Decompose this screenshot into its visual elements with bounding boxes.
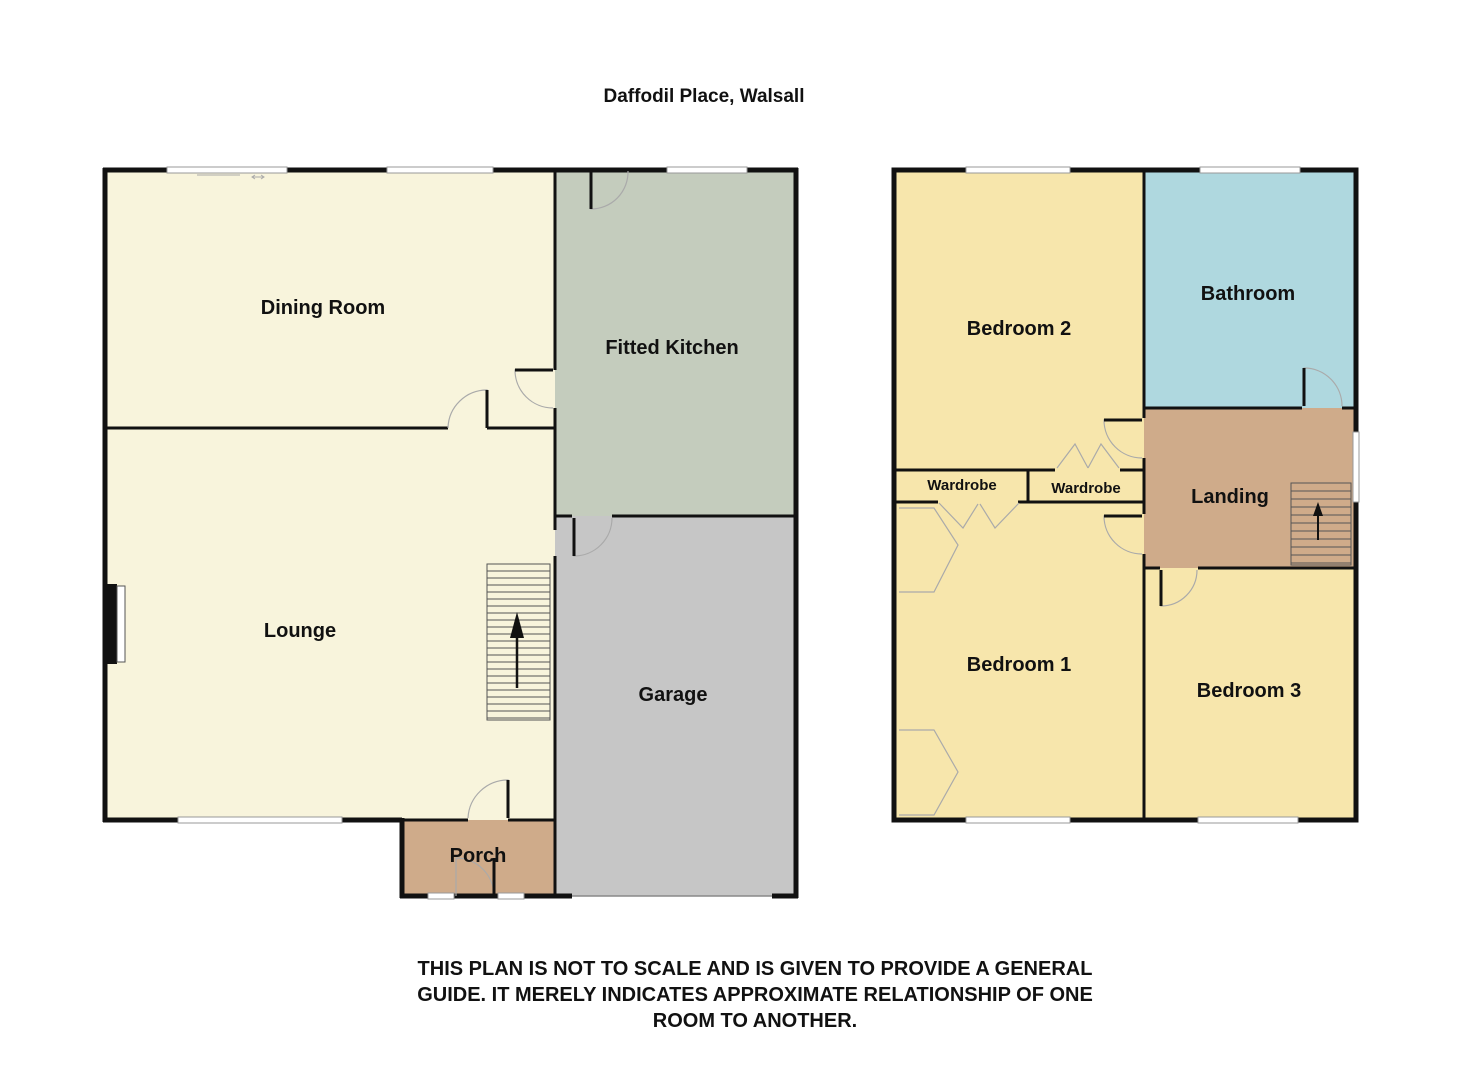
porch-room xyxy=(402,820,555,896)
wardrobe-left-door-icon xyxy=(938,502,1020,529)
disclaimer-line-1: THIS PLAN IS NOT TO SCALE AND IS GIVEN T… xyxy=(417,958,1093,980)
lounge-room xyxy=(105,428,555,820)
wardrobe-right-door-icon xyxy=(1056,442,1120,469)
disclaimer-text: THIS PLAN IS NOT TO SCALE AND IS GIVEN T… xyxy=(330,956,1180,1034)
first-floor-windows xyxy=(965,166,1360,824)
first-floor: Bedroom 2 Bathroom Landing Wardrobe Ward… xyxy=(891,166,1360,824)
garage-label: Garage xyxy=(639,684,708,706)
wardrobe-right-label: Wardrobe xyxy=(1051,480,1120,497)
bedroom-1-cupboard-upper-icon xyxy=(899,507,959,593)
disclaimer-line-3: ROOM TO ANOTHER. xyxy=(652,1010,858,1032)
porch-label: Porch xyxy=(450,845,507,867)
bathroom-room xyxy=(1144,170,1355,408)
landing-stairs-icon xyxy=(1290,482,1352,566)
wardrobe-left-room xyxy=(896,470,1028,502)
ground-floor-inner-walls xyxy=(105,170,796,896)
landing-room xyxy=(1144,408,1355,568)
bedroom-3-label: Bedroom 3 xyxy=(1197,680,1301,702)
bedroom-1-cupboard-lower-icon xyxy=(899,729,959,816)
wardrobe-left-label: Wardrobe xyxy=(927,477,996,494)
landing-label: Landing xyxy=(1191,486,1269,508)
bathroom-door-icon xyxy=(1303,367,1343,407)
fitted-kitchen-room xyxy=(555,170,796,516)
ground-floor: Dining Room Fitted Kitchen Lounge Garage… xyxy=(102,166,799,900)
patio-door-icon xyxy=(197,174,265,180)
bedroom-1-label: Bedroom 1 xyxy=(967,654,1071,676)
porch-lounge-door-icon xyxy=(467,779,509,819)
bedroom-2-label: Bedroom 2 xyxy=(967,318,1071,340)
kitchen-dining-door-icon xyxy=(514,369,554,409)
page-title: Daffodil Place, Walsall xyxy=(603,86,805,107)
bedroom-1-room xyxy=(896,502,1144,820)
ground-floor-stairs-icon xyxy=(486,563,551,721)
bedroom-3-room xyxy=(1144,568,1355,820)
fitted-kitchen-label: Fitted Kitchen xyxy=(605,337,738,359)
bedroom-1-door-icon xyxy=(1103,515,1143,555)
dining-room-label: Dining Room xyxy=(261,297,385,319)
first-floor-inner-walls xyxy=(896,170,1355,820)
garage-door-icon xyxy=(573,517,613,557)
first-floor-doors xyxy=(899,367,1343,816)
bedroom-2-room xyxy=(896,170,1144,470)
bedroom-2-door-icon xyxy=(1103,419,1143,459)
wardrobe-right-room xyxy=(1028,470,1144,502)
dining-lounge-door-icon xyxy=(447,389,488,429)
disclaimer-line-2: GUIDE. IT MERELY INDICATES APPROXIMATE R… xyxy=(417,984,1093,1006)
lounge-label: Lounge xyxy=(264,620,336,642)
ground-floor-windows xyxy=(166,166,748,900)
garage-room xyxy=(555,516,796,896)
kitchen-door-icon xyxy=(590,170,629,210)
dining-room xyxy=(105,170,555,428)
bedroom-3-door-icon xyxy=(1160,569,1198,607)
bathroom-label: Bathroom xyxy=(1201,283,1295,305)
fireplace-icon xyxy=(105,584,126,664)
